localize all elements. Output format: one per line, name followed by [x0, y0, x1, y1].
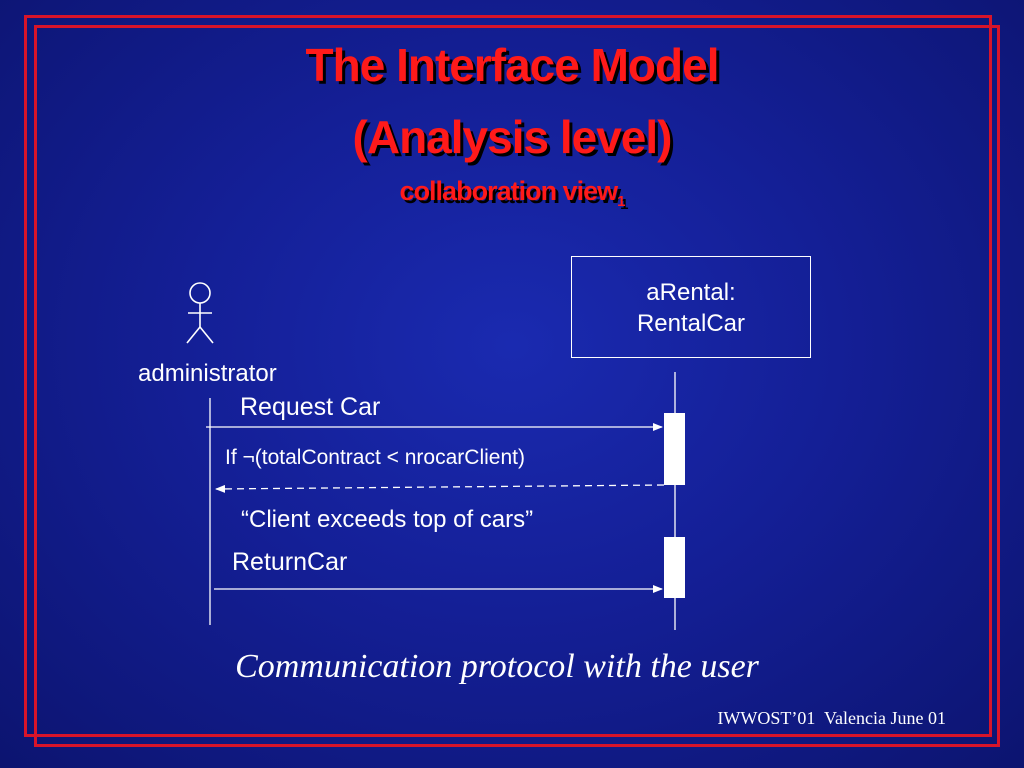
object-box: aRental: RentalCar: [571, 256, 811, 358]
message-label-condition: If ¬(totalContract < nrocarClient): [225, 446, 525, 469]
inner-red-frame: [34, 25, 1000, 747]
message-label-request-car: Request Car: [240, 393, 381, 421]
slide-subtitle: (Analysis level): [352, 111, 673, 163]
activation-bar-1: [664, 413, 685, 485]
activation-bar-2: [664, 537, 685, 598]
view-label-text: collaboration view: [399, 176, 619, 206]
slide-caption: Communication protocol with the user: [235, 648, 759, 685]
view-label-subscript: 1: [617, 193, 625, 210]
slide-view-label: collaboration view1: [0, 176, 1024, 210]
slide-title: The Interface Model: [305, 39, 720, 91]
object-instance-name: aRental:: [646, 279, 736, 306]
return-message-arrow: [215, 484, 665, 493]
message-label-return-car: ReturnCar: [232, 548, 348, 576]
slide-footer: IWWOST’01 Valencia June 01: [717, 708, 946, 728]
object-class-name: RentalCar: [636, 310, 746, 337]
message-label-client-exceeds: “Client exceeds top of cars”: [241, 506, 534, 533]
outer-red-frame: [24, 15, 992, 737]
stick-figure-icon: [186, 282, 214, 344]
actor-label: administrator: [138, 360, 277, 387]
